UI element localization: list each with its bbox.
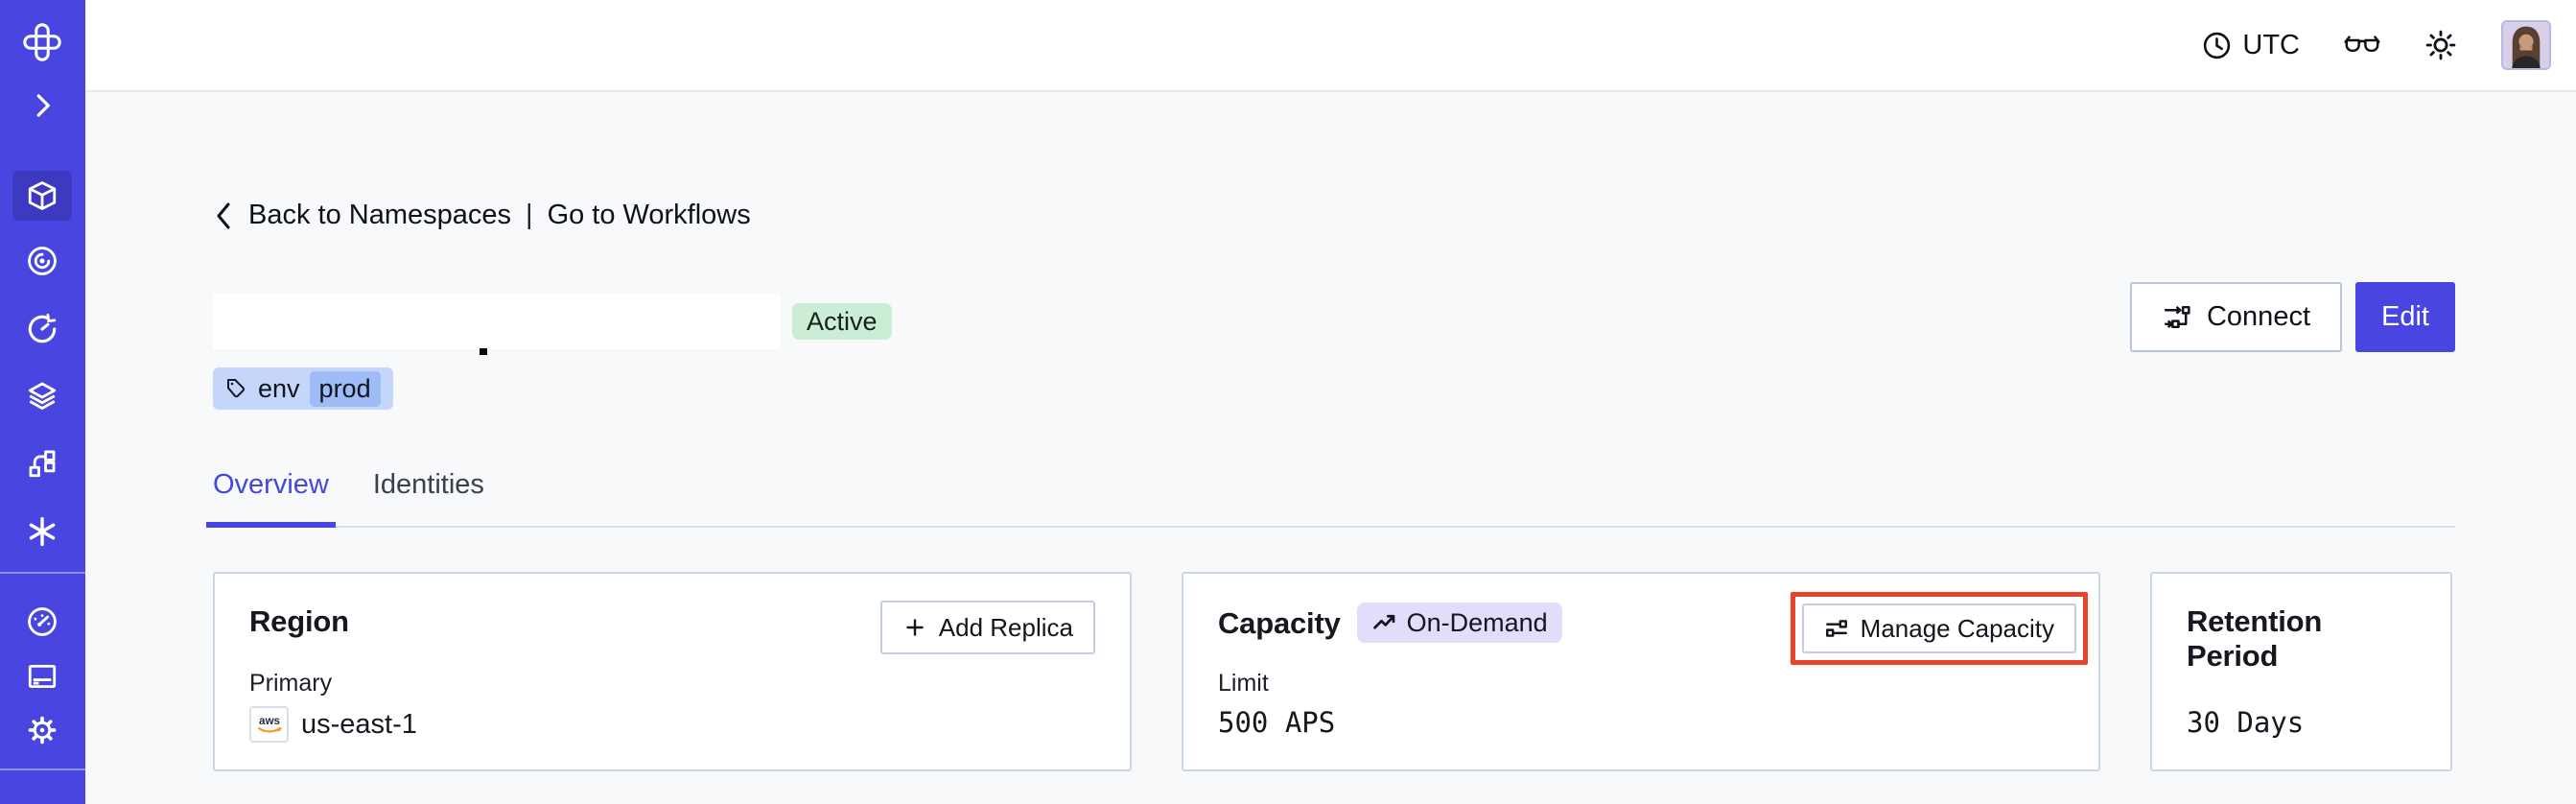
overview-cards: Region Add Replica Primary aws (213, 572, 2455, 771)
asterisk-icon (29, 516, 56, 547)
aws-logo-icon: aws (257, 715, 281, 733)
sidebar-item-support[interactable] (12, 790, 72, 804)
tag-key: env (258, 373, 300, 403)
sidebar-item-namespaces[interactable] (12, 171, 72, 221)
add-replica-button[interactable]: Add Replica (879, 601, 1095, 654)
trending-up-icon (1372, 614, 1394, 629)
edit-button[interactable]: Edit (2355, 282, 2455, 352)
sidebar-divider (0, 572, 85, 574)
glasses-icon (2344, 35, 2380, 53)
breadcrumb: Back to Namespaces | Go to Workflows (213, 200, 2455, 231)
tag-row: env prod (213, 367, 2455, 410)
click-target-annotation: Manage Capacity (1790, 592, 2088, 665)
on-demand-badge: On-Demand (1356, 603, 1562, 643)
region-card-title: Region (249, 604, 349, 638)
connect-flow-icon (2164, 305, 2190, 329)
topbar: UTC (85, 0, 2576, 92)
capacity-card-title: Capacity (1218, 606, 1341, 640)
retention-card: Retention Period 30 Days (2150, 572, 2452, 771)
tab-identities[interactable]: Identities (372, 469, 484, 500)
timer-icon (28, 313, 57, 343)
tag-icon (227, 379, 246, 398)
manage-capacity-label: Manage Capacity (1860, 613, 2054, 643)
plus-icon (906, 619, 924, 636)
user-avatar[interactable] (2501, 20, 2551, 70)
clock-icon (2204, 32, 2231, 59)
sun-icon (2425, 30, 2456, 60)
sidebar-item-iris[interactable] (12, 236, 72, 286)
timezone-label: UTC (2242, 29, 2300, 60)
tab-overview[interactable]: Overview (206, 469, 336, 528)
namespace-header: Active Connect Edit (213, 282, 2455, 355)
sidebar-item-billing[interactable] (12, 651, 72, 701)
timezone-selector[interactable]: UTC (2202, 30, 2300, 61)
sidebar-expand-chevron-icon[interactable] (12, 81, 72, 130)
region-card: Region Add Replica Primary aws (213, 572, 1132, 771)
sidebar-item-deployments[interactable] (12, 438, 72, 488)
credit-card-icon (28, 664, 57, 689)
connect-button[interactable]: Connect (2129, 282, 2342, 352)
gauge-icon (28, 607, 57, 636)
sidebar (0, 0, 85, 804)
sidebar-item-usage[interactable] (12, 597, 72, 647)
retention-value: 30 Days (2187, 706, 2305, 739)
back-chevron-icon[interactable] (213, 201, 234, 231)
cube-icon (28, 181, 57, 210)
on-demand-label: On-Demand (1406, 607, 1548, 637)
iris-icon (28, 247, 57, 275)
sidebar-item-layers[interactable] (12, 370, 72, 420)
branch-icon (29, 450, 56, 478)
capacity-card: Capacity On-Demand (1182, 572, 2100, 771)
breadcrumb-back-link[interactable]: Back to Namespaces (248, 200, 512, 230)
capacity-value: 500 APS (1218, 706, 1336, 739)
redacted-text-remnant (480, 348, 487, 355)
breadcrumb-divider: | (526, 200, 533, 230)
region-value: us-east-1 (301, 708, 417, 740)
breadcrumb-workflows-link[interactable]: Go to Workflows (547, 200, 751, 230)
status-badge: Active (792, 303, 892, 340)
namespace-name-redacted (213, 294, 780, 349)
layers-icon (28, 382, 57, 410)
add-replica-label: Add Replica (938, 612, 1073, 642)
theme-toggle[interactable] (2424, 29, 2457, 61)
connect-button-label: Connect (2206, 301, 2310, 332)
region-field-label: Primary (249, 670, 333, 697)
tab-bar: Overview Identities (206, 469, 2455, 528)
aws-provider-badge: aws (249, 706, 289, 743)
tag-value: prod (309, 370, 381, 407)
capacity-field-label: Limit (1218, 670, 1269, 697)
temporal-logo-icon[interactable] (12, 17, 72, 67)
help-circle-icon (26, 798, 59, 804)
gear-icon (28, 716, 57, 745)
edit-button-label: Edit (2381, 301, 2429, 332)
sliders-icon (1825, 620, 1847, 637)
hide-sensitive-toggle[interactable] (2344, 33, 2380, 58)
sidebar-item-nexus[interactable] (12, 507, 72, 556)
avatar-portrait (2503, 22, 2549, 68)
namespace-tag-chip[interactable]: env prod (213, 367, 393, 410)
sidebar-item-settings[interactable] (12, 705, 72, 755)
svg-text:aws: aws (258, 715, 279, 727)
sidebar-divider (0, 769, 85, 770)
main-content: Back to Namespaces | Go to Workflows Act… (85, 92, 2576, 804)
manage-capacity-button[interactable]: Manage Capacity (1801, 603, 2076, 653)
retention-card-title: Retention Period (2187, 604, 2323, 673)
sidebar-item-schedules[interactable] (12, 304, 72, 354)
